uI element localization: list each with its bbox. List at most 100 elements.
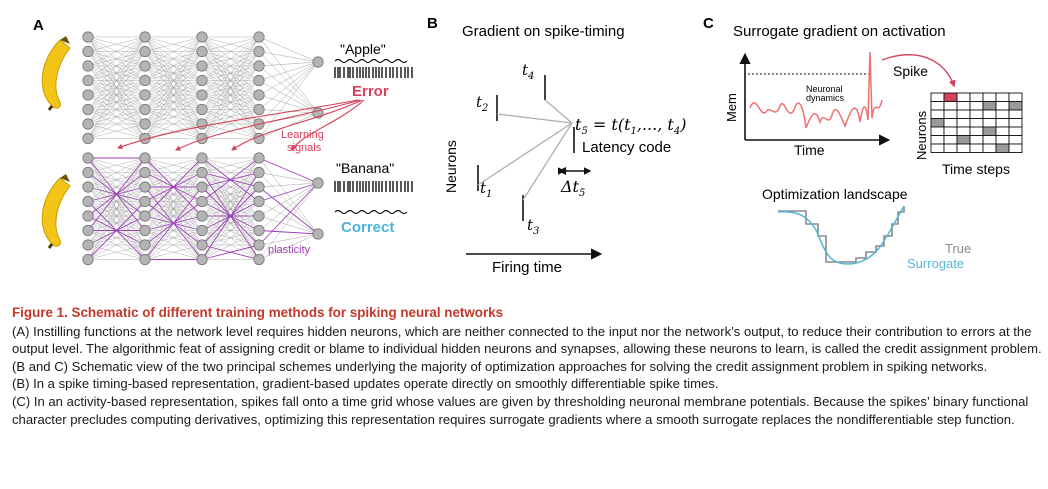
- network-node: [196, 166, 208, 179]
- grid-cell: [930, 126, 945, 136]
- grid-cell: [982, 126, 997, 136]
- panel-b-letter: B: [427, 15, 438, 32]
- network-node: [139, 103, 151, 116]
- time-steps-label: Time steps: [942, 161, 1010, 177]
- caption-paragraph-a: (A) Instilling functions at the network …: [12, 323, 1042, 357]
- spike-connections: [477, 99, 573, 201]
- grid-cell: [995, 101, 1010, 111]
- network-node: [82, 74, 94, 87]
- network-node: [196, 132, 208, 145]
- correct-label: Correct: [341, 219, 394, 236]
- time-label: Time: [794, 142, 825, 158]
- grid-cell: [930, 118, 945, 128]
- network-node: [82, 239, 94, 251]
- network-node: [139, 89, 151, 101]
- network-node: [82, 45, 94, 58]
- network-node: [196, 31, 208, 43]
- surrogate-legend: Surrogate: [907, 256, 964, 271]
- network-node: [139, 74, 151, 87]
- network-node: [253, 224, 265, 237]
- caption-paragraph-bc: (B and C) Schematic view of the two prin…: [12, 358, 988, 374]
- panel-c-letter: C: [703, 15, 714, 32]
- t5-equation: t5 = t(t1,..., t4): [575, 115, 686, 137]
- grid-cell: [1008, 109, 1023, 119]
- network-node: [82, 89, 94, 101]
- network-node: [196, 45, 208, 58]
- grid-cell: [995, 109, 1010, 119]
- grid-cell: [995, 118, 1010, 128]
- figure-panels: A "Apple" Error Learning signals: [33, 15, 1023, 276]
- output-node: [312, 228, 324, 240]
- error-label: Error: [352, 83, 389, 100]
- network-node: [196, 239, 208, 251]
- network-node: [82, 118, 94, 130]
- grid-cell: [969, 143, 984, 153]
- grid-cell: [930, 143, 945, 153]
- grid-cell: [1008, 101, 1023, 111]
- network-node: [82, 152, 94, 164]
- network-node: [196, 195, 208, 208]
- caption-title: Figure 1. Schematic of different trainin…: [12, 305, 504, 320]
- neurons-axis-label: Neurons: [443, 140, 459, 193]
- grid-cell: [930, 109, 945, 119]
- network-node: [253, 60, 265, 72]
- network-node: [82, 195, 94, 208]
- network-node: [82, 166, 94, 179]
- network-node: [139, 239, 151, 251]
- panel-c: C Surrogate gradient on activation Mem T…: [703, 15, 1023, 271]
- grid-cell: [969, 92, 984, 102]
- surrogate-curve: [777, 205, 905, 265]
- spike-arrow: [881, 54, 956, 88]
- delta-t-arrow: [558, 167, 592, 175]
- dynamics-label-2: dynamics: [806, 93, 845, 103]
- grid-cell: [930, 135, 945, 145]
- spike-label: Spike: [893, 63, 928, 79]
- grid-cell: [1008, 143, 1023, 153]
- network-node: [196, 74, 208, 87]
- network-node: [196, 89, 208, 101]
- network-node: [139, 210, 151, 222]
- network-node: [139, 195, 151, 208]
- grid-cell: [943, 92, 958, 102]
- t2-label: t2: [476, 93, 488, 114]
- landscape-title: Optimization landscape: [762, 186, 908, 202]
- output-apple-label: "Apple": [340, 41, 386, 57]
- grid-cell: [969, 135, 984, 145]
- network-node: [196, 224, 208, 237]
- network-node: [82, 253, 94, 266]
- network-node: [82, 31, 94, 43]
- network-node: [253, 103, 265, 116]
- grid-cell: [995, 126, 1010, 136]
- t4-label: t4: [522, 61, 534, 82]
- network-node: [253, 253, 265, 266]
- grid-cell: [982, 135, 997, 145]
- grid-cell: [956, 143, 971, 153]
- network-node: [82, 181, 94, 193]
- grid-cell: [995, 135, 1010, 145]
- grid-cell: [956, 126, 971, 136]
- grid-cell: [969, 109, 984, 119]
- network-node: [82, 224, 94, 237]
- grid-cell: [943, 118, 958, 128]
- banana-bottom-image: [41, 174, 71, 249]
- grid-cell: [995, 92, 1010, 102]
- banana-spike-train: [334, 181, 413, 192]
- network-bottom: [82, 152, 324, 266]
- grid-cell: [956, 101, 971, 111]
- grid-cell: [982, 118, 997, 128]
- grid-cell: [982, 92, 997, 102]
- grid-cell: [943, 101, 958, 111]
- grid-cell: [1008, 126, 1023, 136]
- network-node: [196, 210, 208, 222]
- caption-paragraph-c: (C) In an activity-based representation,…: [12, 393, 1029, 427]
- membrane-trace: [749, 51, 883, 129]
- network-node: [253, 89, 265, 101]
- network-node: [82, 60, 94, 72]
- grid-cell: [943, 143, 958, 153]
- network-node: [253, 181, 265, 193]
- network-node: [139, 166, 151, 179]
- firing-time-label: Firing time: [492, 259, 562, 276]
- network-node: [253, 210, 265, 222]
- grid-cell: [1008, 135, 1023, 145]
- grid-cell: [943, 135, 958, 145]
